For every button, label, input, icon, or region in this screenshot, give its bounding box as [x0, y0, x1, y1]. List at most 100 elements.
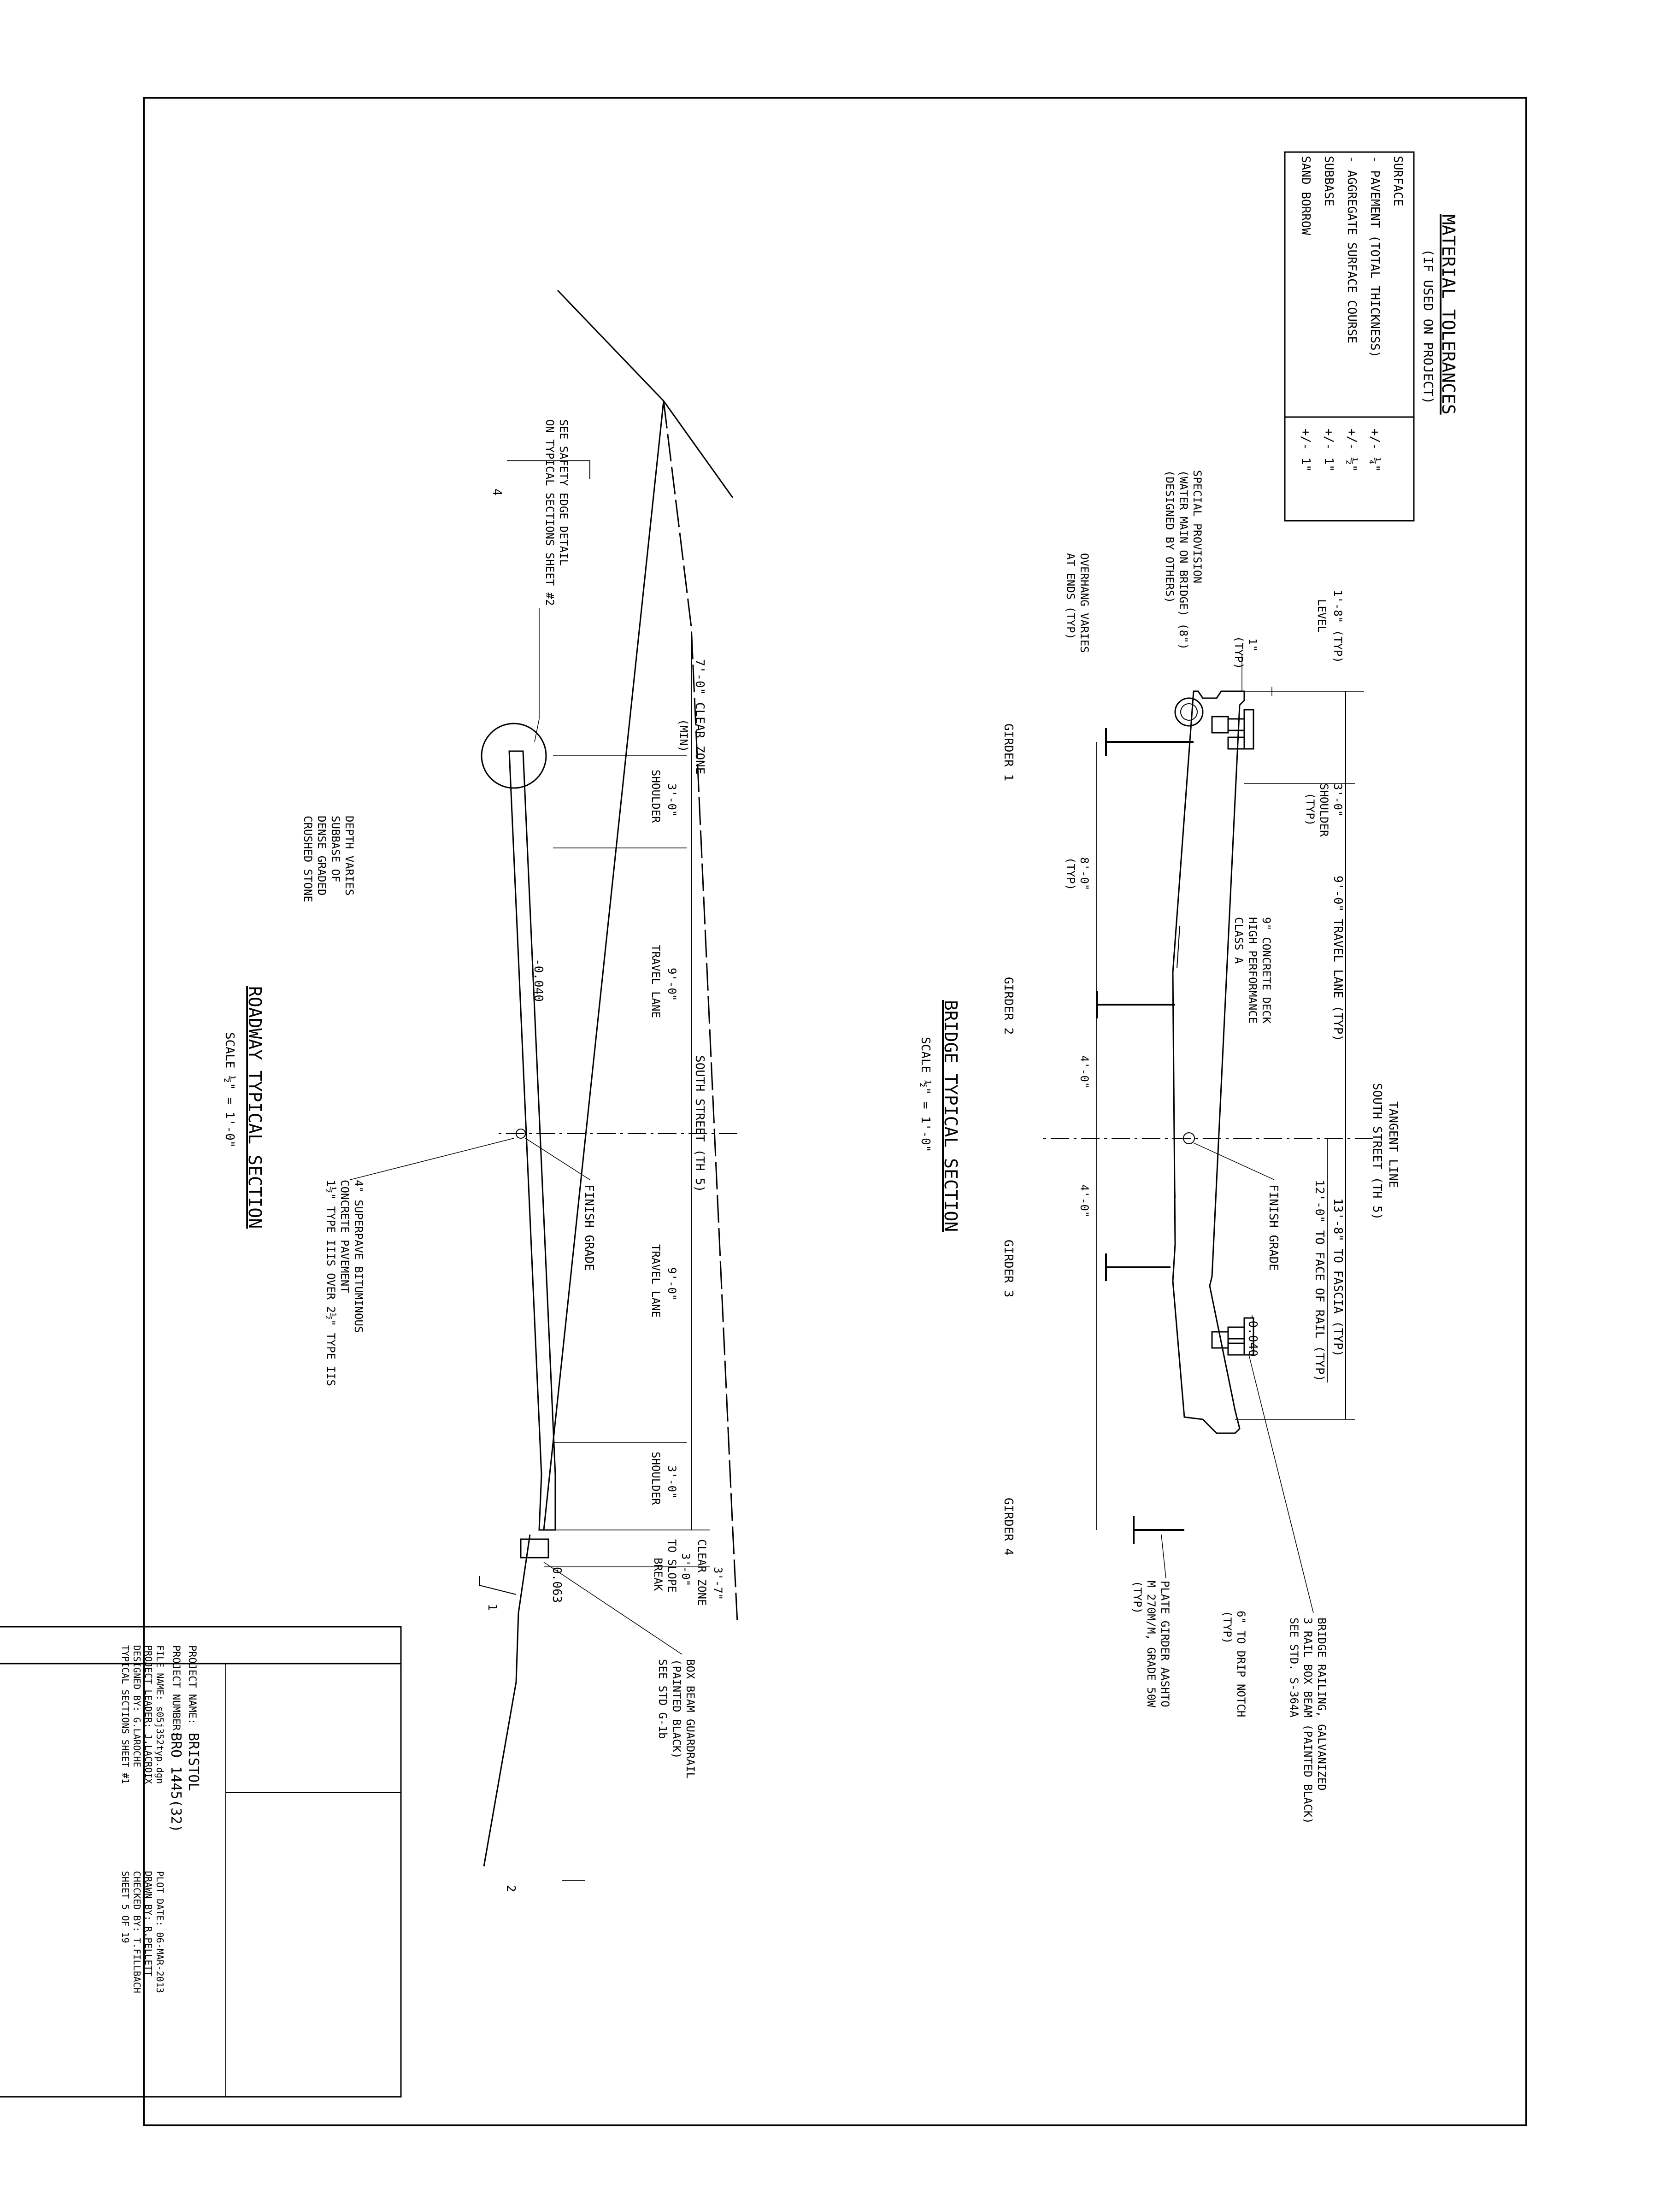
bridge-overhang: OVERHANG VARIES	[1078, 553, 1091, 653]
girder-1	[1105, 728, 1194, 756]
safety-edge-circle	[481, 723, 547, 789]
tolerance-item: SURFACE	[1391, 156, 1405, 206]
roadway-slope-break: TO SLOPE	[665, 1539, 678, 1593]
drawn-by: DRAWN BY: R.PELLETT	[143, 1871, 154, 1977]
girder-label: GIRDER 1	[1001, 724, 1015, 781]
bridge-four-ft: 4'-0"	[1078, 1184, 1091, 1218]
material-tolerances-table: MATERIAL TOLERANCES (IF USED ON PROJECT)…	[1284, 151, 1459, 522]
roadway-ratio-1: 1	[485, 1604, 499, 1611]
bridge-street: SOUTH STREET (TH 5)	[1370, 1083, 1384, 1220]
roadway-travel-lane-dim: 9'-0"	[665, 1267, 678, 1300]
roadway-street: SOUTH STREET (TH 5)	[693, 1055, 706, 1192]
roadway-slope-right: 0.063	[550, 1567, 564, 1603]
roadway-travel-lane-dim: 9'-0"	[665, 968, 678, 1001]
project-leader: PROJECT LEADER: J.LACROIX	[143, 1645, 154, 1784]
roadway-subbase: DENSE GRADED	[315, 816, 328, 895]
roadway-subbase: SUBBASE OF	[329, 816, 342, 882]
tolerance-item: - PAVEMENT (TOTAL THICKNESS)	[1368, 156, 1382, 358]
roadway-subbase: DEPTH VARIES	[343, 816, 356, 895]
bridge-plate-girder: PLATE GIRDER AASHTO	[1159, 1581, 1171, 1707]
roadway-pavement: 1½" TYPE IIIS OVER 2½" TYPE IIS	[324, 1180, 337, 1386]
tolerances-box	[1284, 151, 1415, 522]
roadway-pavement: CONCRETE PAVEMENT	[338, 1180, 351, 1293]
bridge-overhang: AT ENDS (TYP)	[1064, 553, 1077, 640]
roadway-guardrail: BOX BEAM GUARDRAIL	[684, 1659, 697, 1779]
tolerance-value: +/- 1"	[1322, 429, 1335, 472]
bridge-railing: 3 RAIL BOX BEAM (PAINTED BLACK)	[1301, 1618, 1314, 1824]
roadway-ratio-2: 2	[504, 1885, 518, 1892]
title-block: PROJECT NAME: BRISTOL PROJECT NUMBER: BR…	[0, 1626, 402, 2098]
roadway-travel-lane: TRAVEL LANE	[649, 1244, 662, 1318]
water-main-circle	[1174, 697, 1204, 727]
roadway-shoulder: SHOULDER	[649, 770, 662, 823]
roadway-safety-edge: SEE SAFETY EDGE DETAIL	[557, 419, 570, 566]
bridge-typical-section: TANGENT LINE SOUTH STREET (TH 5) 1'-8" (…	[918, 470, 1400, 1824]
guardrail-box	[520, 1538, 549, 1559]
bridge-deck	[1172, 690, 1245, 1434]
bridge-shoulder-dim: 3'-0"	[1331, 783, 1344, 817]
roadway-scale: SCALE ½" = 1'-0"	[223, 1032, 236, 1147]
bridge-special-provision: (WATER MAIN ON BRIDGE) (8")	[1177, 470, 1190, 650]
roadway-slope-break: 3'-0"	[679, 1553, 692, 1586]
roadway-clear-zone-right: CLEAR ZONE	[695, 1539, 708, 1606]
project-number: BRO 1445(32)	[168, 1733, 184, 1833]
roadway-safety-edge: ON TYPICAL SECTIONS SHEET #2	[543, 419, 556, 606]
roadway-title: ROADWAY TYPICAL SECTION	[245, 986, 265, 1229]
project-name-label: PROJECT NAME:	[186, 1645, 198, 1724]
bridge-one-inch: 1"	[1246, 638, 1259, 652]
bridge-deck-label: HIGH PERFORMANCE	[1246, 917, 1259, 1024]
roadway-clear-zone-right: 3'-7"	[712, 1567, 724, 1600]
rotated-drawing: MATERIAL TOLERANCES (IF USED ON PROJECT)…	[0, 151, 1459, 2098]
tolerances-subtitle: (IF USED ON PROJECT)	[1421, 249, 1436, 404]
plot-date: PLOT DATE: 06-MAR-2013	[154, 1871, 165, 1993]
bridge-level-dim: 1'-8" (TYP)	[1331, 590, 1344, 663]
roadway-pavement	[508, 750, 556, 1531]
tolerance-item: SUBBASE	[1322, 156, 1335, 206]
bridge-scale: SCALE ½" = 1'-0"	[918, 1037, 932, 1152]
bridge-fascia: 13'-8" TO FASCIA (TYP)	[1331, 1198, 1345, 1357]
roadway-finish-grade: FINISH GRADE	[582, 1184, 596, 1271]
tolerances-title: MATERIAL TOLERANCES	[1438, 214, 1459, 415]
girder-4	[1133, 1516, 1184, 1544]
roadway-ratio-4: 4	[490, 488, 504, 496]
bridge-drip: (TYP)	[1221, 1611, 1234, 1644]
tolerance-value: +/- ½"	[1345, 429, 1359, 472]
tolerance-item: - AGGREGATE SURFACE COURSE	[1345, 156, 1359, 343]
roadway-right-slope	[483, 1534, 531, 1867]
designed-by: DESIGNED BY: G.LAROCHE	[131, 1645, 142, 1767]
girder-label: GIRDER 2	[1001, 977, 1015, 1035]
bridge-railing: BRIDGE RAILING, GALVANIZED	[1315, 1618, 1328, 1791]
tolerance-value: +/- 1"	[1299, 429, 1312, 472]
bridge-finish-grade: FINISH GRADE	[1266, 1184, 1280, 1271]
bridge-deck-label: CLASS A	[1232, 917, 1245, 964]
roadway-guardrail: (PAINTED BLACK)	[670, 1659, 683, 1759]
bridge-shoulder-typ: (TYP)	[1304, 793, 1317, 826]
bridge-one-inch-typ: (TYP)	[1232, 636, 1245, 669]
roadway-shoulder: SHOULDER	[649, 1452, 662, 1505]
girder-3	[1105, 1253, 1171, 1281]
bridge-railing: SEE STD. S-364A	[1288, 1618, 1300, 1718]
bridge-slope: -0.040	[1246, 1313, 1259, 1357]
sheet-title: TYPICAL SECTIONS SHEET #1	[120, 1645, 131, 1784]
roadway-subbase: CRUSHED STONE	[301, 816, 314, 902]
bridge-title: BRIDGE TYPICAL SECTION	[941, 1000, 961, 1232]
file-name: FILE NAME: s05j352typ.dgn	[154, 1645, 165, 1784]
roadway-clear-zone-min: (MIN)	[677, 719, 690, 752]
bridge-four-ft: 4'-0"	[1078, 1055, 1091, 1088]
girder-label: GIRDER 3	[1001, 1240, 1015, 1297]
bridge-girder-spacing-typ: (TYP)	[1064, 857, 1077, 890]
girder-label: GIRDER 4	[1001, 1498, 1015, 1555]
bridge-deck-label: 9" CONCRETE DECK	[1260, 917, 1273, 1024]
roadway-shoulder-dim: 3'-0"	[665, 1465, 678, 1499]
roadway-slope-break: BREAK	[652, 1558, 665, 1591]
roadway-subgrade-line	[663, 400, 738, 1623]
roadway-shoulder-dim: 3'-0"	[665, 783, 678, 817]
roadway-slope: -0.040	[531, 959, 545, 1002]
bridge-special-provision: (DESIGNED BY OTHERS)	[1163, 470, 1176, 603]
tolerance-value: +/- ¼"	[1368, 429, 1382, 472]
sheet-number: SHEET 5 OF 19	[120, 1871, 131, 1943]
bridge-face-of-rail: 12'-0" TO FACE OF RAIL (TYP)	[1312, 1180, 1326, 1382]
roadway-clear-zone-min: 7'-0" CLEAR ZONE	[693, 659, 706, 774]
roadway-guardrail: SEE STD G-1b	[656, 1659, 669, 1739]
